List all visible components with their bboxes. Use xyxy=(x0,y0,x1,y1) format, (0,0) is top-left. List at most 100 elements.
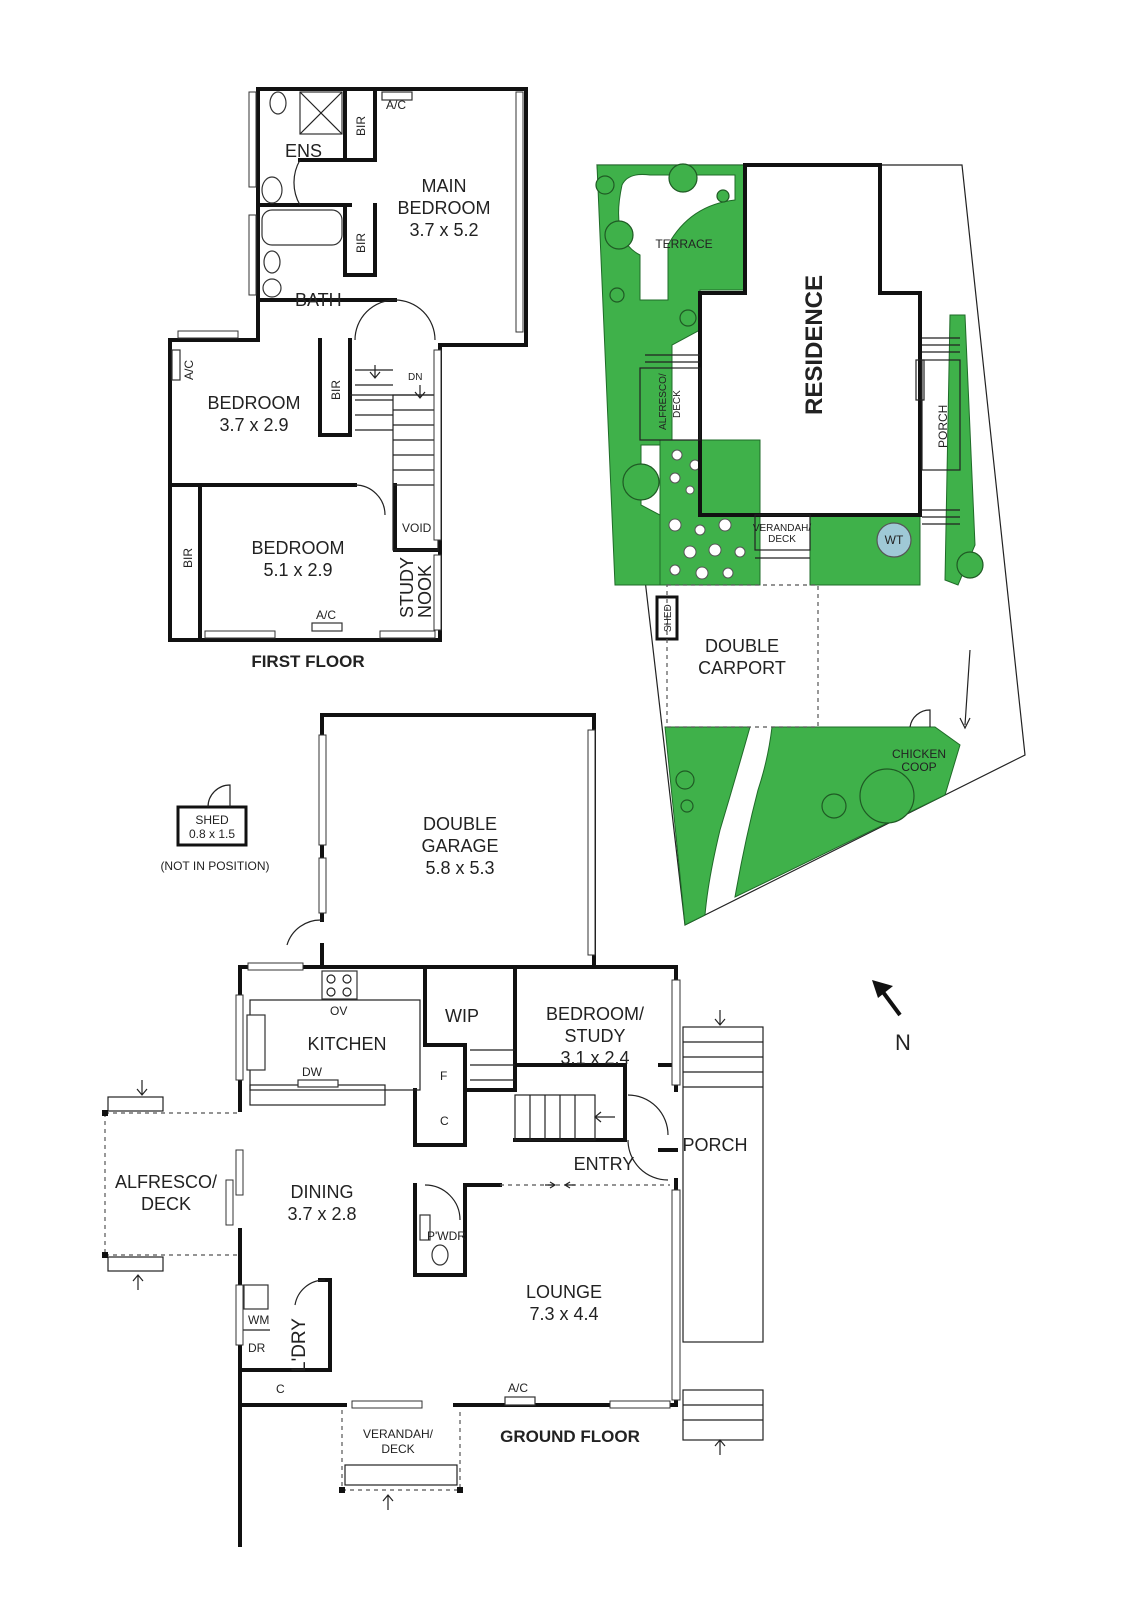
ground-floor-title: GROUND FLOOR xyxy=(500,1427,640,1446)
ground-floor-stairs xyxy=(470,1049,615,1141)
dn-label: DN xyxy=(408,372,422,383)
shrub-icon xyxy=(669,564,681,576)
shrub-icon xyxy=(695,566,709,580)
ac-unit xyxy=(171,349,181,381)
study-nook-label-2: NOOK xyxy=(415,565,435,618)
wt-label: WT xyxy=(885,533,904,547)
alfresco-label-2: DECK xyxy=(672,390,683,418)
shed-label: SHED xyxy=(195,813,229,827)
ac-unit xyxy=(504,1396,536,1406)
bath-label: BATH xyxy=(295,290,342,310)
porch-label: PORCH xyxy=(936,405,950,448)
dr-label: DR xyxy=(248,1341,266,1355)
residence-label: RESIDENCE xyxy=(801,275,828,415)
shed-label: SHED xyxy=(663,604,674,632)
shrub-icon xyxy=(708,543,722,557)
basin-icon xyxy=(261,176,283,204)
window xyxy=(318,857,327,914)
shrub-icon xyxy=(683,545,697,559)
north-arrow: N xyxy=(872,980,911,1055)
bedroom-size: 3.7 x 2.9 xyxy=(219,415,288,435)
kitchen-label: KITCHEN xyxy=(307,1034,386,1054)
lounge-label: LOUNGE xyxy=(526,1282,602,1302)
tree-icon xyxy=(956,551,984,579)
main-bedroom-label-2: BEDROOM xyxy=(397,198,490,218)
tree-icon xyxy=(680,799,694,813)
ens-label: ENS xyxy=(285,141,322,161)
ov-label: OV xyxy=(330,1004,347,1018)
bir-label: BIR xyxy=(181,548,195,568)
shrub-icon xyxy=(694,524,706,536)
window xyxy=(225,1179,234,1226)
ac-unit xyxy=(381,91,413,101)
tree-icon xyxy=(679,309,697,327)
carport-label: DOUBLE xyxy=(705,636,779,656)
void-label: VOID xyxy=(402,521,432,535)
dining-label: DINING xyxy=(291,1182,354,1202)
sink-icon xyxy=(246,1014,266,1071)
shed-note: (NOT IN POSITION) xyxy=(160,859,269,873)
shed-size: 0.8 x 1.5 xyxy=(189,827,235,841)
coop-label: CHICKEN xyxy=(892,747,946,761)
site-plan: TERRACE RESIDENCE ALFRESCO/ DECK PORCH V… xyxy=(595,163,1026,926)
tree-icon xyxy=(821,793,847,819)
verandah-outline xyxy=(341,1410,461,1491)
shrub-icon xyxy=(718,518,732,532)
tree-icon xyxy=(595,175,615,195)
basin-icon xyxy=(262,278,282,298)
wm-label: WM xyxy=(248,1313,269,1327)
study-nook-label: STUDY xyxy=(397,557,417,618)
window xyxy=(247,962,304,971)
dw-label: DW xyxy=(302,1065,323,1079)
window xyxy=(248,214,257,296)
garage-label-2: GARAGE xyxy=(421,836,498,856)
bedroom-label: BEDROOM xyxy=(251,538,344,558)
cooktop-icon xyxy=(321,970,358,1000)
washing-machine-icon xyxy=(243,1284,269,1310)
porch-label: PORCH xyxy=(682,1135,747,1155)
shrub-icon xyxy=(671,449,683,461)
tree-icon xyxy=(716,189,730,203)
tree-icon xyxy=(668,163,698,193)
pwdr-label: P'WDR xyxy=(427,1229,466,1243)
basin-icon xyxy=(419,1214,431,1241)
shrub-icon xyxy=(734,546,746,558)
window xyxy=(433,554,442,631)
shrub-icon xyxy=(668,518,682,532)
alfresco-label: ALFRESCO/ xyxy=(658,373,669,430)
window xyxy=(379,630,436,639)
alfresco-label: ALFRESCO/ xyxy=(115,1172,217,1192)
window xyxy=(177,330,239,339)
ac-label: A/C xyxy=(182,360,196,380)
window xyxy=(351,1400,423,1409)
bedroom-size: 5.1 x 2.9 xyxy=(263,560,332,580)
terrace-label: TERRACE xyxy=(655,237,712,251)
coop-label-2: COOP xyxy=(901,760,936,774)
verandah-label-2: DECK xyxy=(381,1442,414,1456)
carport-label-2: CARPORT xyxy=(698,658,786,678)
north-label: N xyxy=(895,1030,911,1055)
window xyxy=(235,1284,244,1346)
window xyxy=(609,1400,671,1409)
window xyxy=(515,91,524,333)
window xyxy=(587,729,596,956)
window xyxy=(671,1189,681,1401)
main-bedroom-label: MAIN xyxy=(422,176,467,196)
garage-label: DOUBLE xyxy=(423,814,497,834)
garden-area xyxy=(659,439,761,586)
toilet-icon xyxy=(431,1244,449,1266)
ac-label: A/C xyxy=(508,1381,528,1395)
bedroom-study-label: BEDROOM/ xyxy=(546,1004,644,1024)
tree-icon xyxy=(859,768,915,824)
main-bedroom-size: 3.7 x 5.2 xyxy=(409,220,478,240)
alfresco-label-2: DECK xyxy=(141,1194,191,1214)
shrub-icon xyxy=(669,472,681,484)
alfresco-outline xyxy=(104,1112,240,1256)
first-floor-stairs xyxy=(355,365,439,551)
window xyxy=(248,91,257,188)
ac-label: A/C xyxy=(316,608,336,622)
tree-icon xyxy=(622,463,660,501)
verandah-label: VERANDAH/ xyxy=(753,523,812,534)
window xyxy=(671,979,681,1086)
